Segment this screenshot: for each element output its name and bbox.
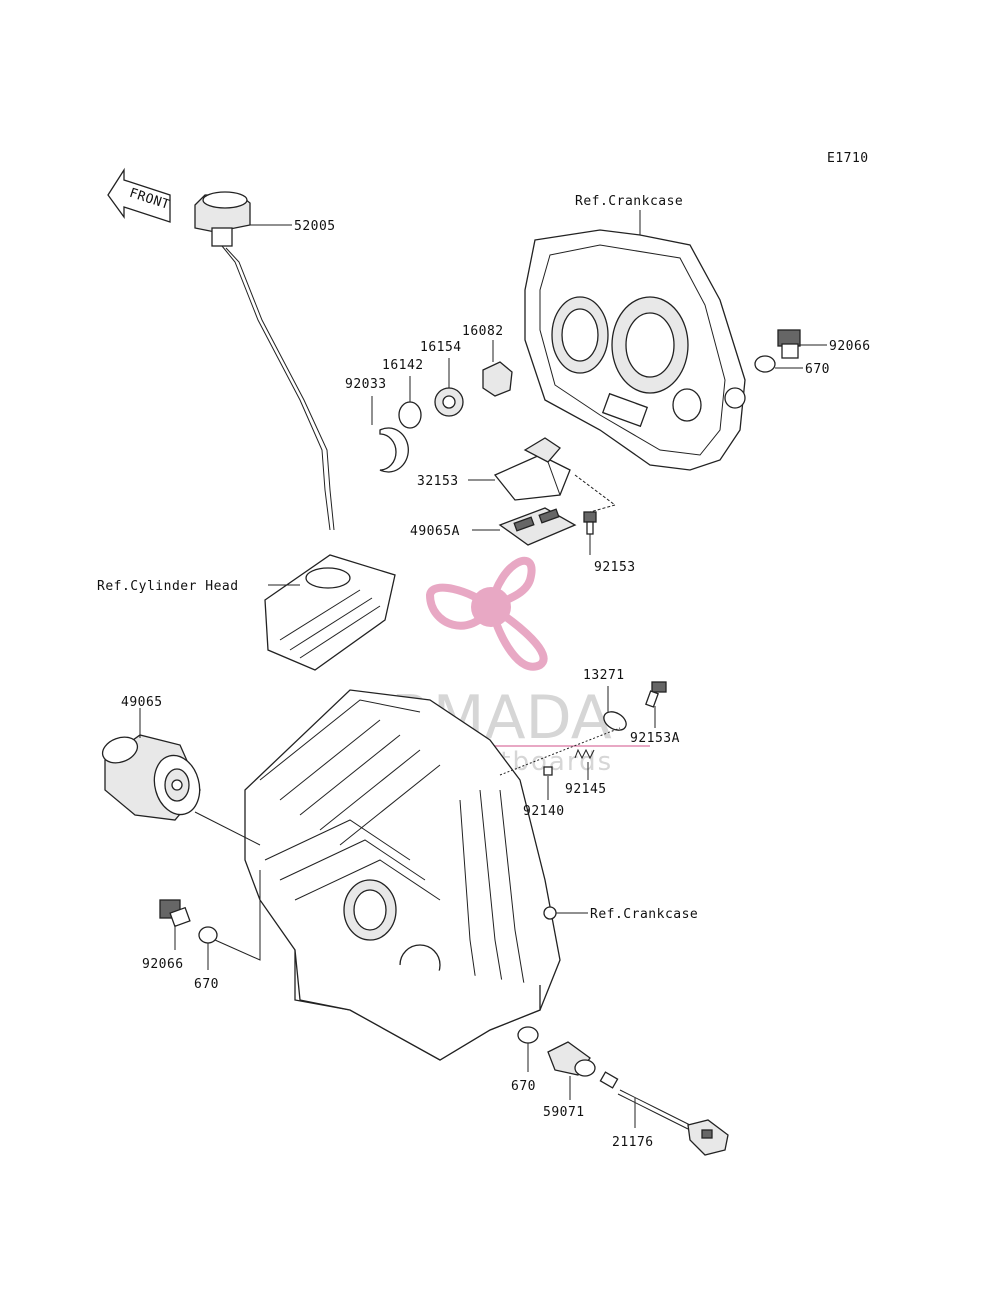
label-16142: 16142 <box>382 358 424 373</box>
label-670-bottom: 670 <box>511 1079 536 1094</box>
label-92033: 92033 <box>345 377 387 392</box>
label-21176: 21176 <box>612 1135 654 1150</box>
label-92153A: 92153A <box>630 731 680 746</box>
pump-shaft-part[interactable] <box>482 361 513 397</box>
label-670-bottom-left: 670 <box>194 977 219 992</box>
crankcase-main <box>244 689 561 1061</box>
ball-92140-part[interactable] <box>543 766 553 776</box>
oil-strainer-part[interactable] <box>498 507 577 546</box>
label-92140: 92140 <box>523 804 565 819</box>
label-670-top: 670 <box>805 362 830 377</box>
oil-filter-part[interactable] <box>99 733 206 821</box>
plate-13271-part[interactable] <box>601 708 630 734</box>
oil-dipstick-part[interactable] <box>194 191 335 531</box>
label-59071: 59071 <box>543 1105 585 1120</box>
cylinder-head-ref <box>264 554 396 671</box>
label-13271: 13271 <box>583 668 625 683</box>
drain-plug-bottom-part[interactable] <box>159 899 191 928</box>
label-92145: 92145 <box>565 782 607 797</box>
label-ref-cylinder-head: Ref.Cylinder Head <box>97 579 239 594</box>
drain-plug-top-part[interactable] <box>777 329 801 359</box>
outer-rotor-part[interactable] <box>434 387 464 417</box>
spring-92145-part[interactable] <box>574 748 595 760</box>
label-49065: 49065 <box>121 695 163 710</box>
label-16082: 16082 <box>462 324 504 339</box>
label-49065A: 49065A <box>410 524 460 539</box>
label-92066-bottom: 92066 <box>142 957 184 972</box>
pressure-switch-fitting-part[interactable] <box>547 1041 596 1077</box>
crankcase-cover-top <box>524 229 746 471</box>
label-ref-crankcase-top: Ref.Crankcase <box>575 194 683 209</box>
o-ring-bottom-part[interactable] <box>517 1026 539 1044</box>
bolt-92153A-part[interactable] <box>645 681 667 708</box>
circlip-part[interactable] <box>379 427 409 473</box>
o-ring-top-part[interactable] <box>754 355 776 373</box>
oil-strainer-bracket-part[interactable] <box>493 437 571 501</box>
pump-cover-part[interactable] <box>398 401 422 429</box>
label-16154: 16154 <box>420 340 462 355</box>
front-arrow-icon: FRONT <box>107 167 172 223</box>
o-ring-bottom-left-part[interactable] <box>198 926 218 944</box>
bolt-92153-part[interactable] <box>583 511 597 535</box>
label-32153: 32153 <box>417 474 459 489</box>
label-92066-top: 92066 <box>829 339 871 354</box>
label-92153: 92153 <box>594 560 636 575</box>
label-ref-crankcase-side: Ref.Crankcase <box>590 907 698 922</box>
diagram-id: E1710 <box>827 151 869 166</box>
label-52005: 52005 <box>294 219 336 234</box>
oil-pressure-sensor-part[interactable] <box>599 1071 729 1156</box>
